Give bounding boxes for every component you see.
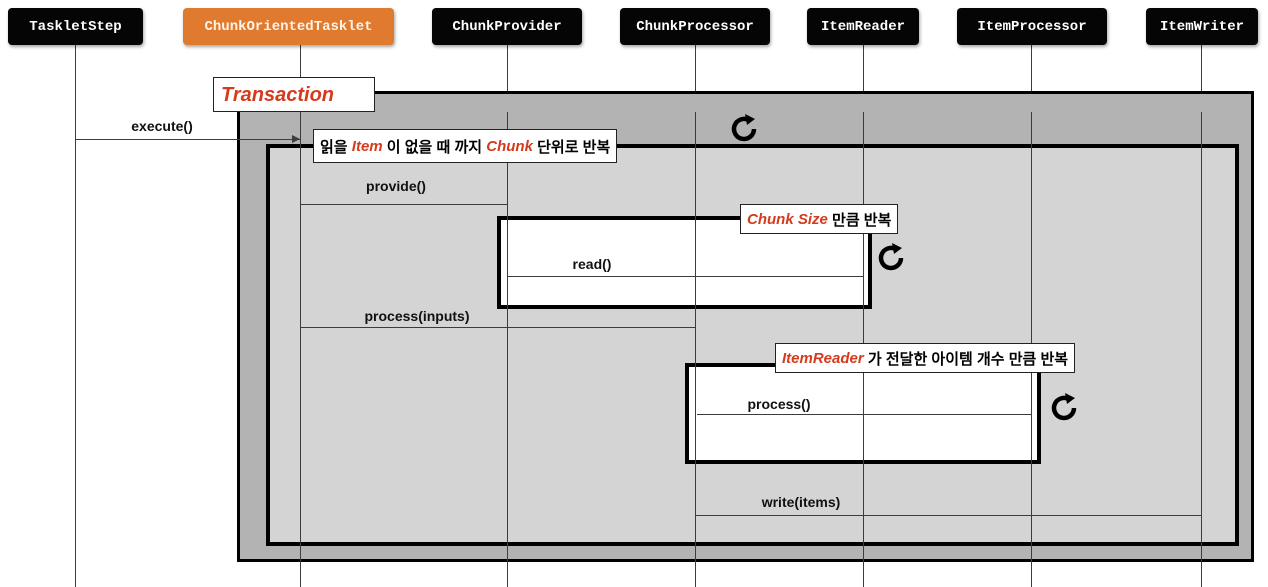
message-process-inputs-label: process(inputs) <box>364 308 470 324</box>
transaction-label: Transaction <box>213 77 375 112</box>
message-process-label: process() <box>747 396 811 412</box>
read-loop-label-front-chunk-size: Chunk Size <box>747 210 828 228</box>
message-execute-line <box>75 139 300 140</box>
actor-itemwriter: ItemWriter <box>1146 8 1258 45</box>
actor-itemprocessor: ItemProcessor <box>957 8 1107 45</box>
process-loop-label-front-post: 가 전달한 아이템 개수 만큼 반복 <box>863 350 1069 368</box>
actor-chunkorientedtasklet: ChunkOrientedTasklet <box>183 8 394 45</box>
chunk-loop-label-front-item: Item <box>351 137 383 155</box>
message-read-label: read() <box>572 256 612 272</box>
message-write-label: write(items) <box>761 494 841 510</box>
chunk-loop-label-front-pre: 읽을 <box>320 138 352 156</box>
chunk-loop-label-front-mid: 이 없을 때 까지 <box>382 138 487 156</box>
chunk-loop-label-front: 읽을 Item 이 없을 때 까지 Chunk 단위로 반복 <box>313 129 618 163</box>
actor-chunkprovider: ChunkProvider <box>432 8 582 45</box>
process-loop-label-front-itemreader: ItemReader <box>782 349 864 367</box>
loop-refresh-icon <box>1051 393 1077 421</box>
loop-refresh-icon <box>878 243 904 271</box>
message-process-inputs-line <box>300 327 695 328</box>
chunk-loop-label-front-post: 단위로 반복 <box>532 138 611 156</box>
lifeline-taskletstep <box>75 40 76 587</box>
message-process-line <box>697 414 1031 415</box>
read-loop-label-front: Chunk Size 만큼 반복 <box>740 204 899 234</box>
lifeline-over-chunkprocessor <box>695 112 696 587</box>
lifeline-over-itemwriter <box>1201 112 1202 587</box>
message-read-line <box>507 276 863 277</box>
actor-itemreader: ItemReader <box>807 8 919 45</box>
lifeline-over-chunkprovider <box>507 112 508 587</box>
chunk-loop-label-front-chunk: Chunk <box>486 137 533 155</box>
message-execute-arrowhead <box>292 135 300 143</box>
lifeline-over-chunkorientedtasklet <box>300 112 301 587</box>
read-loop-label-front-post: 만큼 반복 <box>827 211 892 229</box>
loop-refresh-icon <box>731 114 757 142</box>
message-provide-line <box>300 204 507 205</box>
chunk-loop-frame <box>266 144 1239 546</box>
message-execute-label: execute() <box>131 118 193 134</box>
process-loop-label-front: ItemReader 가 전달한 아이템 개수 만큼 반복 <box>775 343 1076 373</box>
actor-taskletstep: TaskletStep <box>8 8 143 45</box>
message-write-line <box>695 515 1201 516</box>
message-provide-label: provide() <box>366 178 426 194</box>
actor-chunkprocessor: ChunkProcessor <box>620 8 770 45</box>
